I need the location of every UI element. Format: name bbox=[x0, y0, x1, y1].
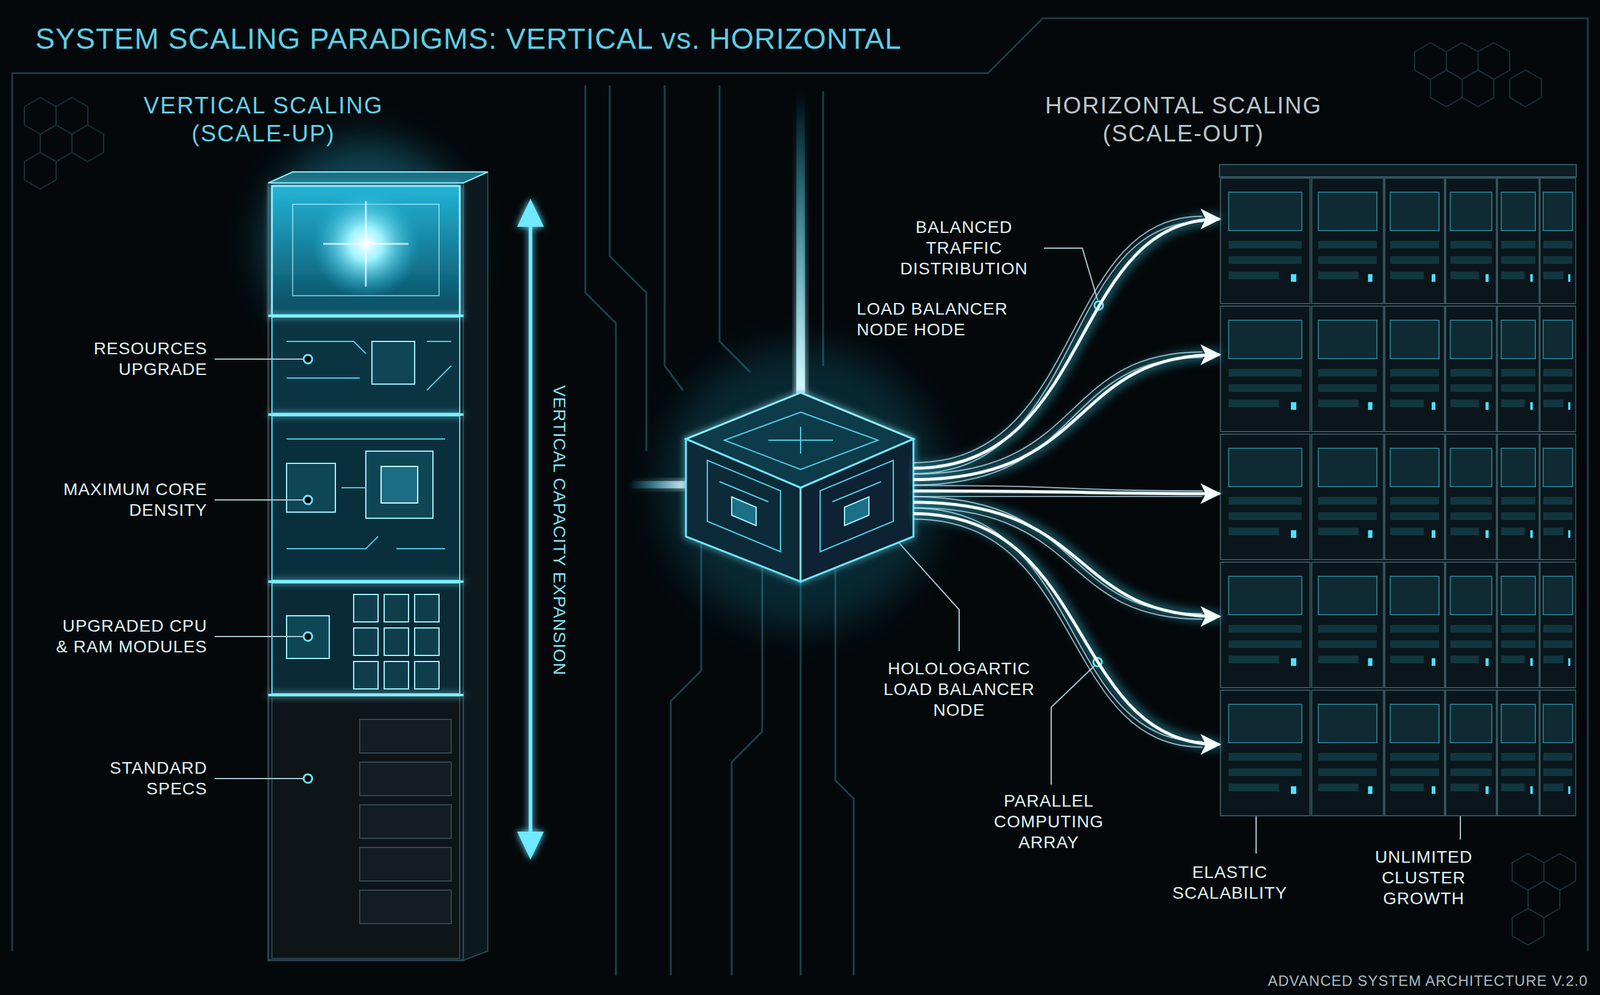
load-balancer-cube bbox=[685, 392, 914, 582]
server-cluster-node: HORIZONTAL SCALING (SCALE-OUT) bbox=[1219, 173, 1580, 821]
load-balancer-node: LOAD BALANCER NODE HODE bbox=[685, 392, 914, 582]
vertical-double-arrow bbox=[517, 198, 544, 860]
section-heading: VERTICAL SCALING (SCALE-UP) bbox=[129, 91, 398, 148]
label-text: BALANCED TRAFFIC DISTRIBUTION bbox=[890, 217, 1038, 280]
server-tower bbox=[268, 171, 488, 961]
callout-label: UNLIMITED CLUSTER GROWTH bbox=[1353, 846, 1494, 910]
label-text: MAXIMUM CORE DENSITY bbox=[54, 479, 208, 521]
traffic-connector bbox=[913, 351, 1220, 485]
label-text: UNLIMITED CLUSTER GROWTH bbox=[1353, 846, 1494, 910]
label-text: STANDARD SPECS bbox=[54, 757, 208, 800]
callout-label: STANDARD SPECS bbox=[54, 757, 208, 800]
callout-label: HOLOLOGARTIC LOAD BALANCER NODE bbox=[876, 658, 1042, 721]
label-text: ELASTIC SCALABILITY bbox=[1159, 862, 1300, 904]
callout-label: PARALLEL COMPUTING ARRAY bbox=[975, 790, 1122, 854]
connector-strand bbox=[913, 351, 1203, 474]
connector-strand bbox=[913, 495, 1203, 497]
callout-label: MAXIMUM CORE DENSITY bbox=[54, 479, 208, 521]
label-text: HOLOLOGARTIC LOAD BALANCER NODE bbox=[876, 658, 1042, 721]
callout-label: RESOURCES UPGRADE bbox=[54, 338, 208, 380]
node-text-box: LOAD BALANCER NODE HODE bbox=[856, 298, 1028, 341]
caption-box: ADVANCED SYSTEM ARCHITECTURE V.2.0 bbox=[1267, 971, 1588, 991]
label-text: VERTICAL CAPACITY EXPANSION bbox=[548, 385, 570, 677]
callout-label: ELASTIC SCALABILITY bbox=[1159, 862, 1300, 904]
node-text-box: VERTICAL SCALING (SCALE-UP) bbox=[129, 91, 398, 148]
traffic-connector bbox=[913, 485, 1220, 497]
section-heading: HORIZONTAL SCALING (SCALE-OUT) bbox=[1037, 91, 1330, 148]
connector-line bbox=[913, 490, 1220, 494]
connector-strand bbox=[913, 357, 1203, 485]
label-text: RESOURCES UPGRADE bbox=[54, 338, 208, 380]
connector-glow bbox=[913, 354, 1220, 480]
caption-text: ADVANCED SYSTEM ARCHITECTURE V.2.0 bbox=[1267, 971, 1588, 991]
label-text: UPGRADED CPU & RAM MODULES bbox=[54, 615, 208, 658]
callout-label: VERTICAL CAPACITY EXPANSION bbox=[548, 385, 570, 677]
diagram-title: SYSTEM SCALING PARADIGMS: VERTICAL vs. H… bbox=[35, 20, 902, 58]
server-cluster bbox=[1219, 164, 1577, 816]
node-title: LOAD BALANCER NODE HODE bbox=[856, 298, 1028, 341]
connector-line bbox=[913, 354, 1220, 480]
leader-lines bbox=[214, 248, 1461, 854]
label-text: PARALLEL COMPUTING ARRAY bbox=[975, 790, 1122, 854]
callout-label: BALANCED TRAFFIC DISTRIBUTION bbox=[890, 217, 1038, 280]
server-tower-node: VERTICAL SCALING (SCALE-UP) bbox=[268, 176, 488, 964]
title-box: SYSTEM SCALING PARADIGMS: VERTICAL vs. H… bbox=[35, 20, 902, 58]
callout-label: UPGRADED CPU & RAM MODULES bbox=[54, 615, 208, 658]
node-text-box: HORIZONTAL SCALING (SCALE-OUT) bbox=[1037, 91, 1330, 148]
light-beam bbox=[796, 91, 805, 397]
